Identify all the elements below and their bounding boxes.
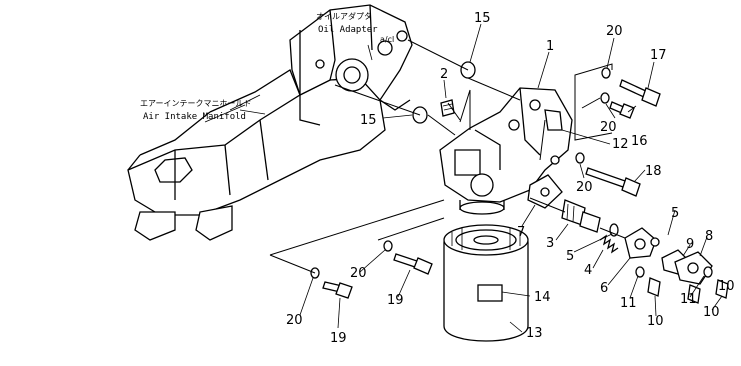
callout-14: 14	[534, 290, 551, 305]
callouts: 15 15 1 2 20 17 20 16 12 18 20 7 3 5 5 9…	[286, 11, 735, 346]
callout-13: 13	[526, 326, 543, 341]
bolt-part-19-lower	[322, 281, 353, 299]
callout-9: 9	[686, 237, 694, 252]
bolt-part-10-left	[647, 277, 661, 297]
callout-15-lower: 15	[360, 113, 377, 128]
callout-11-right: 11	[680, 292, 697, 307]
callout-12: 12	[612, 137, 629, 152]
intake-en-label: Air Intake Manifold	[143, 112, 246, 122]
oil-adapter-part-1	[439, 87, 573, 215]
engine-block	[289, 4, 413, 126]
bolt-part-18	[585, 167, 641, 197]
intake-leader	[239, 109, 266, 115]
callout-19-bottom: 19	[330, 331, 347, 346]
callout-3: 3	[546, 236, 554, 251]
washer-part-11-right	[703, 266, 713, 278]
oil-adapter-leader	[367, 44, 373, 61]
callout-20-bottom-right: 20	[350, 266, 367, 281]
washer-part-11-left	[635, 266, 645, 278]
intake-jp-label: エアーインテークマニホールド	[140, 99, 252, 108]
oil-adapter-extra-label: a/cl	[380, 35, 394, 44]
callout-7: 7	[517, 225, 525, 240]
callout-10-middle: 10	[703, 305, 720, 320]
callout-18: 18	[645, 164, 662, 179]
oil-filter-part-13	[443, 224, 529, 342]
oil-adapter-jp-label: オイルアダプタ	[316, 11, 372, 21]
washer-20-upper	[601, 67, 611, 79]
intake-manifold	[127, 69, 386, 241]
callout-15-upper: 15	[474, 11, 491, 26]
callout-5-right: 5	[671, 206, 679, 221]
washer-20-bottom-a	[383, 240, 393, 252]
callout-8: 8	[705, 229, 713, 244]
callout-leaders	[299, 23, 723, 333]
bolt-part-16	[609, 101, 635, 119]
callout-10-right: 10	[718, 279, 735, 294]
gasket-hole	[540, 187, 550, 197]
callout-17: 17	[650, 48, 667, 63]
bolt-part-10-right	[715, 279, 729, 299]
callout-4: 4	[584, 263, 592, 278]
callout-5-left: 5	[566, 249, 574, 264]
gasket-part-7	[527, 174, 563, 209]
oil-adapter-en-label: Oil Adapter	[318, 25, 378, 35]
callout-2: 2	[440, 67, 448, 82]
flange-part-6	[624, 227, 657, 259]
washer-part-5-right	[650, 237, 660, 247]
callout-20-mid: 20	[600, 120, 617, 135]
callout-20-top: 20	[606, 24, 623, 39]
callout-19-upper: 19	[387, 293, 404, 308]
washer-20-middle	[600, 92, 610, 104]
callout-1: 1	[546, 39, 554, 54]
callout-10-left: 10	[647, 314, 664, 329]
bolt-part-17	[619, 79, 661, 107]
callout-20-bottom-left: 20	[286, 313, 303, 328]
callout-6: 6	[600, 281, 608, 296]
callout-16: 16	[631, 134, 648, 149]
connector-part-3	[561, 199, 601, 233]
washer-20-lower	[575, 152, 585, 164]
callout-20-lower: 20	[576, 180, 593, 195]
bolt-part-19-upper	[393, 253, 433, 275]
callout-11-left: 11	[620, 296, 637, 311]
